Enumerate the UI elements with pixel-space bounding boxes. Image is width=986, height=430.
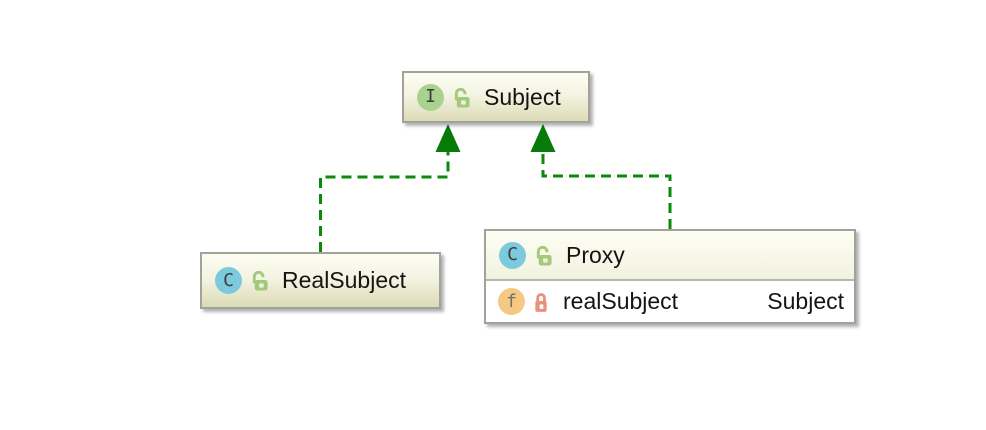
node-title: Proxy (566, 241, 625, 268)
field-row-realsubject[interactable]: f realSubject Subject (486, 281, 854, 322)
implements-arrowhead-icon (435, 124, 461, 152)
unlocked-icon (534, 244, 553, 267)
class-icon: C (215, 267, 242, 294)
unlocked-icon (452, 86, 471, 109)
field-name: realSubject (563, 288, 679, 314)
interface-icon: I (417, 83, 444, 111)
unlocked-icon (250, 269, 269, 292)
node-header: I Subject (404, 73, 588, 121)
field-icon: f (498, 288, 525, 315)
node-title: RealSubject (282, 267, 407, 293)
field-type: Subject (767, 288, 844, 314)
edge-realsubject-implements-subject[interactable] (319, 152, 450, 252)
uml-node-realsubject[interactable]: C RealSubject (200, 252, 441, 309)
implements-arrowhead-icon (530, 124, 556, 152)
node-header: C RealSubject (202, 254, 439, 307)
node-header: C Proxy (486, 231, 854, 279)
class-icon: C (499, 241, 526, 269)
uml-node-proxy[interactable]: C Proxy f realSubject Subject (484, 229, 856, 324)
fields-section: f realSubject Subject (486, 279, 854, 322)
node-title: Subject (484, 83, 561, 110)
locked-icon (533, 291, 549, 313)
edge-proxy-implements-subject[interactable] (541, 152, 672, 229)
uml-node-subject[interactable]: I Subject (402, 71, 590, 123)
